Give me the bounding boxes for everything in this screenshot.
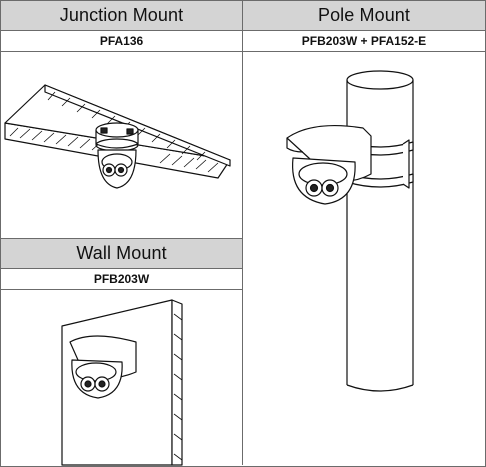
pole-mount-illustration (243, 52, 485, 465)
junction-mount-model-row: PFA136 (1, 31, 242, 52)
pole-mount-title: Pole Mount (317, 5, 411, 25)
junction-mount-title: Junction Mount (59, 5, 184, 25)
wall-panel-divider (0, 238, 243, 239)
column-divider (242, 0, 243, 465)
wall-mount-model: PFB203W (93, 272, 150, 286)
wall-mount-title: Wall Mount (76, 243, 167, 263)
wall-mount-illustration (0, 290, 242, 465)
pole-mount-model: PFB203W + PFA152-E (301, 34, 427, 48)
junction-mount-header: Junction Mount (1, 1, 242, 31)
pole-mount-header: Pole Mount (243, 1, 485, 31)
junction-mount-model: PFA136 (99, 34, 144, 48)
wall-mount-header: Wall Mount (1, 239, 242, 269)
junction-mount-illustration (0, 52, 242, 237)
pole-mount-model-row: PFB203W + PFA152-E (243, 31, 485, 52)
wall-mount-model-row: PFB203W (1, 269, 242, 290)
